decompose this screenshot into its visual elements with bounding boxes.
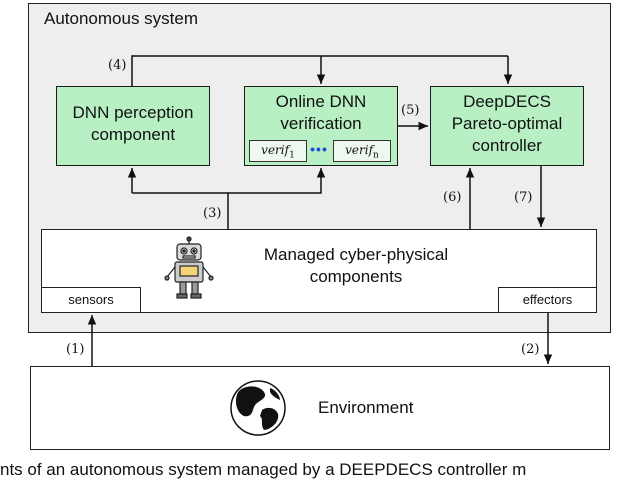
label-6: (6)	[443, 190, 462, 205]
verification-line2: verification	[280, 114, 362, 133]
managed-components-label: Managed cyber-physical components	[236, 244, 476, 288]
label-1: (1)	[66, 342, 85, 357]
arrow-4-path	[131, 55, 508, 86]
verifier-ellipsis: •••	[310, 141, 328, 157]
autonomous-system-title: Autonomous system	[44, 9, 199, 28]
dnn-line2: component	[90, 125, 176, 144]
effectors-box: effectors	[498, 287, 597, 313]
deepdecs-controller: DeepDECS Pareto-optimal controller	[430, 86, 584, 166]
label-4: (4)	[108, 58, 127, 73]
online-dnn-verification: Online DNN verification verif1 ••• verif…	[244, 86, 398, 166]
label-2: (2)	[521, 342, 540, 357]
controller-line2: Pareto-optimal	[451, 114, 563, 133]
managed-label-line2: components	[309, 267, 403, 286]
label-5: (5)	[401, 103, 420, 118]
label-7: (7)	[514, 190, 533, 205]
environment-box	[30, 366, 610, 450]
label-3: (3)	[203, 206, 222, 221]
verifier-1-sub: 1	[289, 150, 295, 161]
verifier-1-text: verif	[261, 143, 290, 157]
sensors-box: sensors	[41, 287, 141, 313]
verifier-1: verif1	[249, 140, 307, 162]
verification-line1: Online DNN	[275, 92, 367, 111]
dnn-perception-component: DNN perception component	[56, 86, 210, 166]
arrow-3-right	[228, 168, 326, 194]
managed-label-line1: Managed cyber-physical	[263, 245, 449, 264]
verifier-n-sub: n	[373, 150, 379, 161]
figure-caption: nts of an autonomous system managed by a…	[0, 460, 527, 479]
dnn-line1: DNN perception	[72, 103, 194, 122]
environment-label: Environment	[318, 398, 414, 417]
verifier-n-text: verif	[345, 143, 374, 157]
controller-line1: DeepDECS	[463, 92, 551, 111]
globe-icon	[230, 380, 286, 436]
controller-line3: controller	[472, 136, 542, 155]
robot-icon	[164, 236, 214, 299]
verifier-n: verifn	[333, 140, 391, 162]
